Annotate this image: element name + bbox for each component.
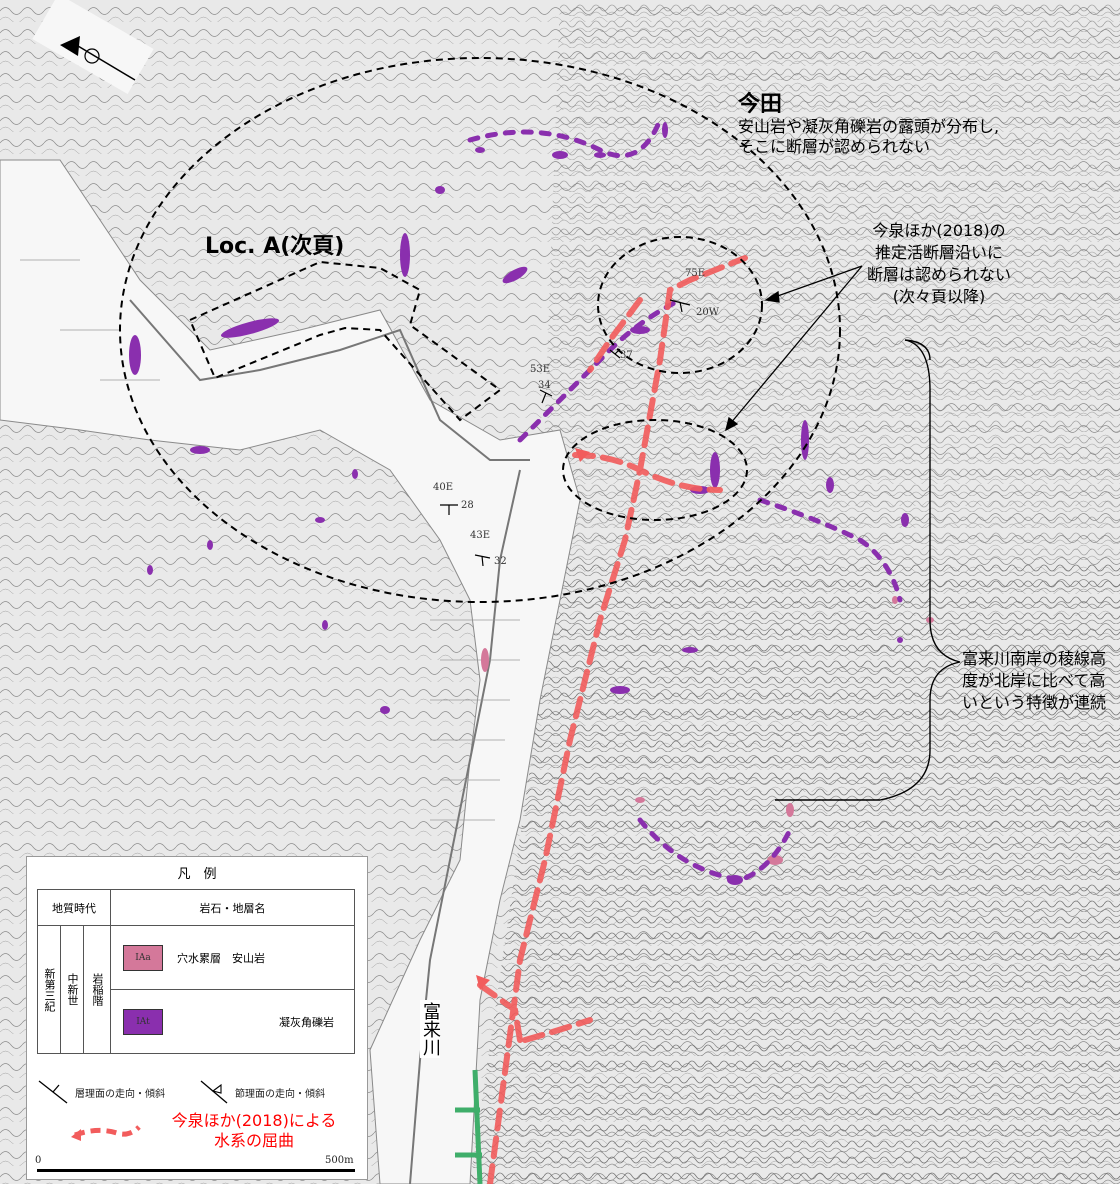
legend-joint-label: 節理面の走向・傾斜 [235,1089,325,1100]
strike-label: 43E [470,530,491,541]
scale-start: 0 [35,1155,42,1166]
drainage-arrow-south [476,975,490,990]
loc-a-label: Loc. A(次頁) [205,234,345,259]
north-arrow-icon [32,0,154,95]
strike-label: 32 [494,556,507,567]
imaizumi-note-line3: 断層は認められない [866,265,1011,284]
strike-label: 20W [696,307,720,318]
ridge-note-line3: いという特徴が連続 [962,693,1107,712]
tuff-breccia-swatch: IAt [123,1008,163,1035]
imaizumi-note-line2: 推定活断層沿いに [874,243,1003,262]
legend-col-geo-age: 地質時代 [37,889,111,926]
fault-check-ellipse-south [562,419,748,521]
valley-floor [0,159,581,1184]
fault-markers [455,1069,483,1184]
legend-era: 新第三紀 [43,967,56,1012]
scale-bar [37,1169,355,1172]
north-ridge-contours [540,0,1120,560]
strike-label: 37 [620,350,633,361]
drainage-bend-symbol-icon [71,1125,141,1141]
loc-a-outline [188,260,502,422]
legend-drainage-line2: 水系の屈曲 [213,1131,294,1150]
legend-bedding-label: 層理面の走向・傾斜 [75,1089,165,1100]
imaizumi-note-line1: 今泉ほか(2018)の [872,221,1006,240]
ridge-note-line2: 度が北岸に比べて高 [962,671,1106,690]
tuff-breccia-outcrops [129,122,909,885]
imada-area-ellipse [119,57,841,603]
imada-title: 今田 [738,92,783,117]
joint-symbol-icon [200,1080,228,1104]
legend-andesite-name: 穴水累層 安山岩 [175,925,355,990]
legend-stage: 岩稲階 [91,973,104,1006]
outcrop-trace-lines [467,117,903,883]
ridge-brace [775,339,961,801]
legend-epoch: 中新世 [66,973,79,1006]
dense-ridge-contours [470,560,1120,1184]
legend-tuff-breccia-name: 凝灰角礫岩 [175,989,355,1054]
study-area-outlines [119,57,841,603]
legend-drainage-line1: 今泉ほか(2018)による [171,1111,337,1130]
strike-label: 75E [685,268,706,279]
imada-desc-line1: 安山岩や凝灰角礫岩の露頭が分布し, [738,117,1000,136]
strike-dip-symbols [440,299,691,567]
river-channel [129,299,530,461]
strike-label: 53E [530,364,551,375]
ridge-note-line1: 富来川南岸の稜線高 [962,649,1107,668]
fault-check-ellipse-north [597,236,763,374]
strike-label: 28 [461,500,474,511]
legend-table: 地質時代 岩石・地層名 新第三紀 中新世 岩稲階 IAa 穴水累層 安山岩 IA… [37,889,355,1054]
imaizumi-note-line4: (次々頁以降) [892,287,986,306]
strike-label: 34 [538,380,551,391]
legend-col-rock: 岩石・地層名 [110,889,355,926]
legend-title: 凡 例 [177,867,217,882]
bedding-symbol-icon [38,1080,68,1104]
river-name-label: 富来川 [420,1000,441,1058]
map-legend: 凡 例 地質時代 岩石・地層名 新第三紀 中新世 岩稲階 IAa 穴水累層 安山… [26,856,368,1180]
drainage-arrow [575,448,590,462]
scale-end: 500m [325,1155,354,1166]
drainage-bend-lines [477,255,748,1184]
annotation-arrows [725,265,863,432]
strike-label: 40E [433,482,454,493]
andesite-swatch: IAa [123,944,163,971]
paddy-grid [20,259,520,821]
imada-desc-line2: そこに断層が認められない [738,137,931,156]
